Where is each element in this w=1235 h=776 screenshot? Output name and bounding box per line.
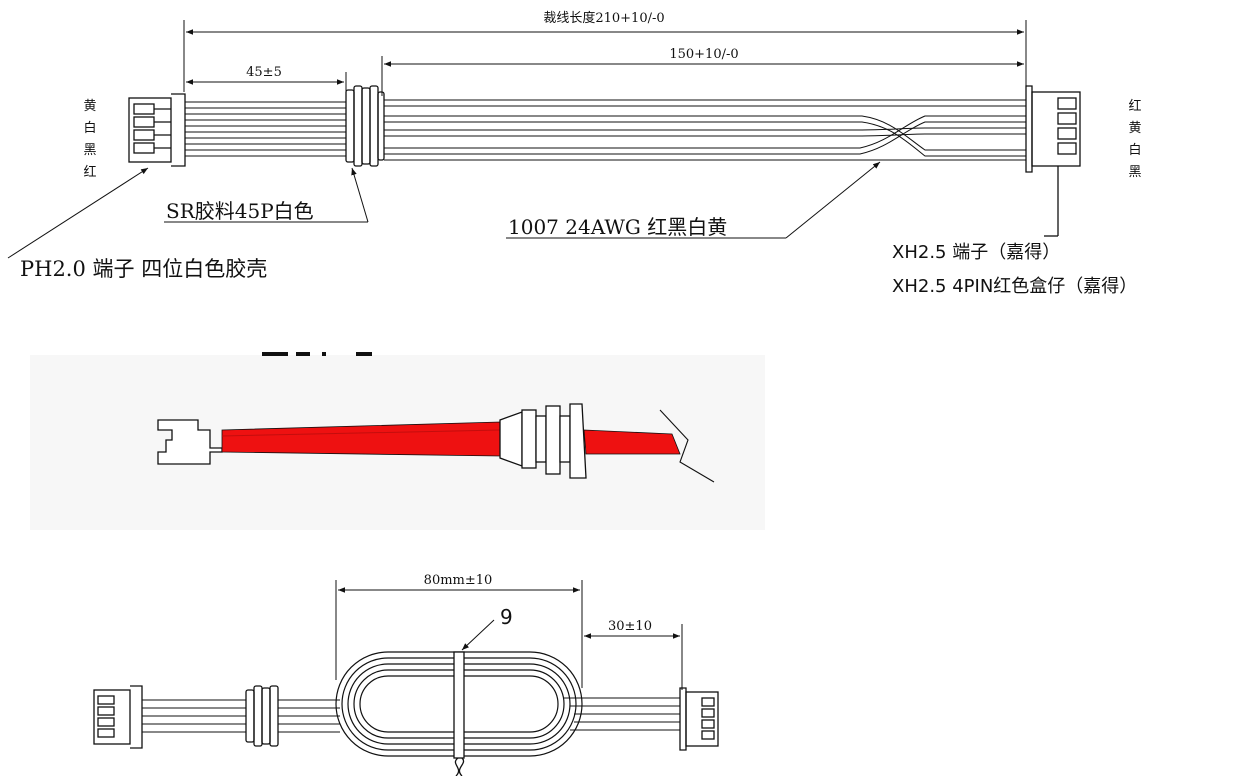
cropped-text-fragment: [262, 352, 372, 356]
bottom-xh-connector: [679, 687, 719, 751]
tail-length-dimension: [584, 624, 683, 690]
cable-length-dimension: [381, 56, 1024, 96]
cable-length-label: 150+10/-0: [669, 47, 738, 62]
sr-strain-relief: [345, 85, 385, 167]
break-mark: [659, 409, 715, 483]
wires-left: [185, 101, 346, 157]
cable-tie: [453, 651, 465, 776]
detail-connector: [157, 419, 223, 465]
coil-length-dimension: [335, 580, 583, 688]
strip-length-label: 45±5: [246, 65, 282, 80]
ph-connector-label: PH2.0 端子 四位白色胶壳: [20, 257, 267, 281]
right-color-2: 黄: [1128, 121, 1141, 136]
bottom-grommet: [245, 685, 279, 747]
red-wire-right: [583, 429, 681, 455]
bottom-wires-left: [142, 699, 246, 733]
right-wire-colors: 红 黄 白 黑: [1128, 98, 1141, 180]
leader-lines: [7, 161, 881, 259]
ph2-connector: [128, 93, 186, 167]
wires-main: [384, 99, 1026, 161]
right-color-3: 白: [1128, 142, 1141, 158]
overall-length-label: 裁线长度210+10/-0: [543, 10, 664, 26]
left-color-3: 黑: [83, 143, 96, 158]
detail-grommet: [499, 403, 587, 479]
left-color-1: 黄: [83, 99, 96, 114]
coil-length-label: 80mm±10: [424, 573, 493, 588]
strain-relief-detail: [30, 352, 765, 530]
tie-callout-label: 9: [500, 605, 513, 629]
overall-length-dimension: [183, 20, 1027, 92]
top-assembly-drawing: [7, 20, 1081, 259]
xh25-connector: [1025, 85, 1081, 237]
bottom-ph-connector: [93, 685, 143, 749]
tail-length-label: 30±10: [608, 619, 652, 634]
left-color-4: 红: [83, 164, 96, 180]
right-color-4: 黑: [1128, 165, 1141, 180]
bottom-wires-mid: [278, 699, 340, 733]
left-color-2: 白: [83, 120, 96, 136]
right-color-1: 红: [1128, 98, 1141, 114]
bottom-wires-right: [564, 697, 680, 731]
wire-spec-label: 1007 24AWG 红黑白黄: [508, 215, 727, 239]
left-wire-colors: 黄 白 黑 红: [83, 99, 96, 180]
sr-label: SR胶料45P白色: [166, 199, 314, 223]
bottom-coiled-drawing: [93, 580, 719, 776]
tie-leader: [461, 619, 495, 651]
xh-terminal-label: XH2.5 端子（嘉得）: [892, 242, 1060, 263]
xh-housing-label: XH2.5 4PIN红色盒仔（嘉得）: [892, 276, 1137, 297]
